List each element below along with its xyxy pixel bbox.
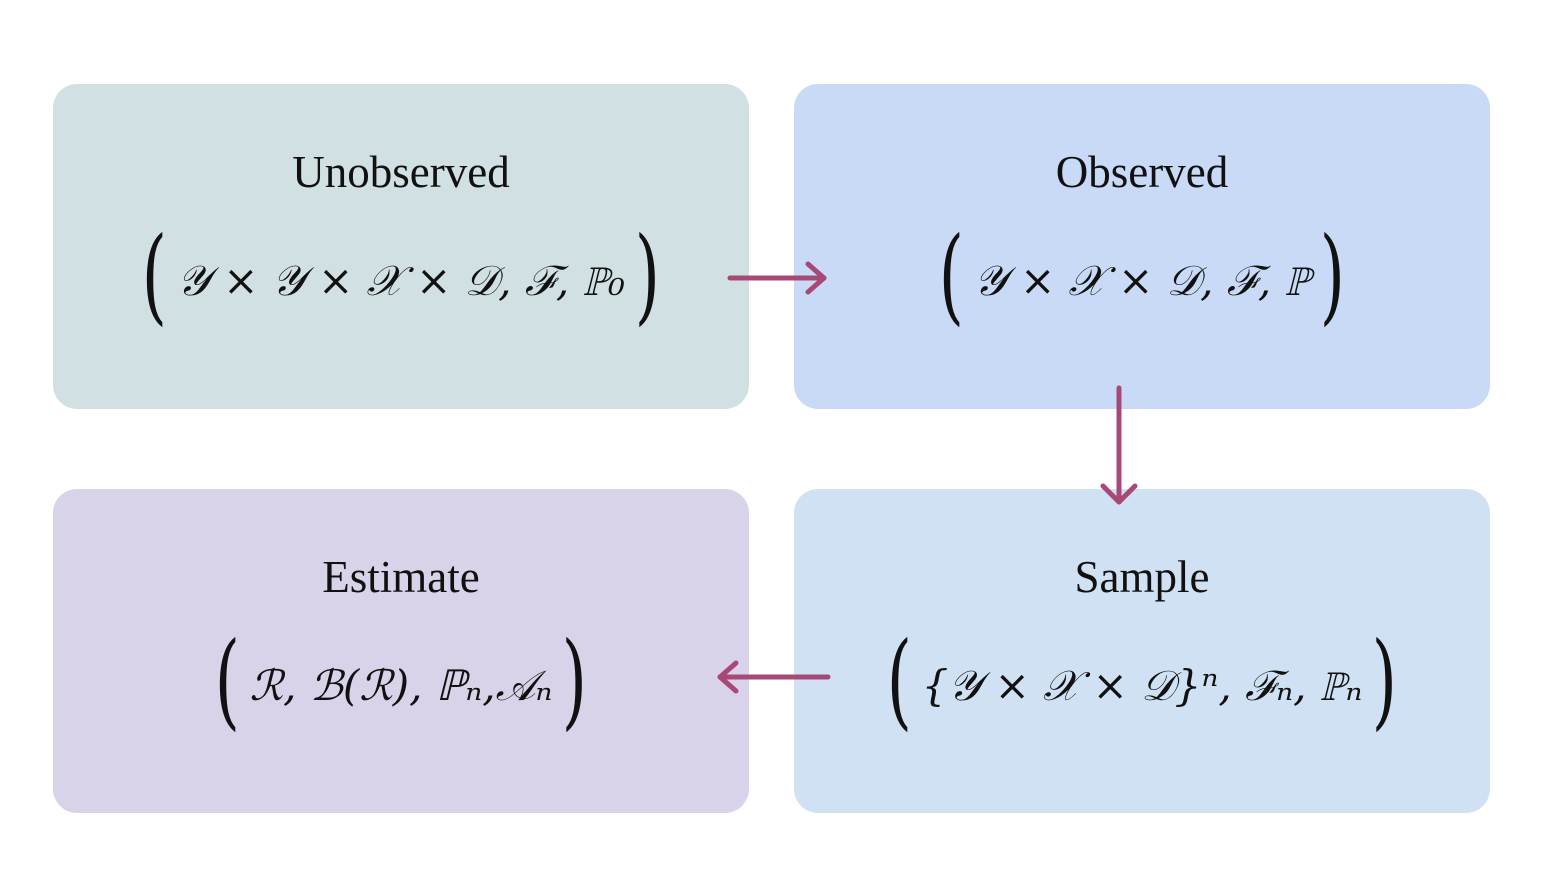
right-paren: ) — [562, 619, 588, 741]
sample-box: Sample ( {𝒴 × 𝒳 × 𝒟}ⁿ, ℱₙ, ℙₙ ) — [794, 489, 1490, 813]
right-paren: ) — [1372, 619, 1398, 741]
left-paren: ( — [886, 619, 912, 741]
estimate-formula: ( ℛ, ℬ(ℛ), ℙₙ,𝒜ₙ ) — [53, 619, 749, 741]
unobserved-formula-text: 𝒴 × 𝒴 × 𝒳 × 𝒟, ℱ, ℙ₀ — [177, 256, 625, 305]
arrow-observed-to-sample — [1100, 385, 1138, 505]
left-paren: ( — [214, 619, 240, 741]
estimate-box: Estimate ( ℛ, ℬ(ℛ), ℙₙ,𝒜ₙ ) — [53, 489, 749, 813]
estimate-formula-text: ℛ, ℬ(ℛ), ℙₙ,𝒜ₙ — [249, 661, 553, 710]
arrow-unobserved-to-observed — [727, 261, 827, 295]
left-paren: ( — [142, 214, 168, 336]
left-paren: ( — [938, 214, 965, 336]
observed-title: Observed — [1055, 147, 1229, 197]
right-paren: ) — [1319, 214, 1346, 336]
sample-title: Sample — [1074, 552, 1210, 602]
unobserved-title: Unobserved — [292, 147, 510, 197]
right-paren: ) — [634, 214, 660, 336]
estimate-title: Estimate — [322, 552, 480, 602]
sample-formula-text: {𝒴 × 𝒳 × 𝒟}ⁿ, ℱₙ, ℙₙ — [921, 661, 1363, 710]
observed-box: Observed ( 𝒴 × 𝒳 × 𝒟, ℱ, ℙ ) — [794, 84, 1490, 409]
observed-formula-text: 𝒴 × 𝒳 × 𝒟, ℱ, ℙ — [973, 256, 1311, 305]
unobserved-formula: ( 𝒴 × 𝒴 × 𝒳 × 𝒟, ℱ, ℙ₀ ) — [53, 214, 749, 336]
sample-formula: ( {𝒴 × 𝒳 × 𝒟}ⁿ, ℱₙ, ℙₙ ) — [794, 619, 1490, 741]
unobserved-box: Unobserved ( 𝒴 × 𝒴 × 𝒳 × 𝒟, ℱ, ℙ₀ ) — [53, 84, 749, 409]
observed-formula: ( 𝒴 × 𝒳 × 𝒟, ℱ, ℙ ) — [794, 214, 1490, 336]
arrow-sample-to-estimate — [717, 660, 831, 694]
